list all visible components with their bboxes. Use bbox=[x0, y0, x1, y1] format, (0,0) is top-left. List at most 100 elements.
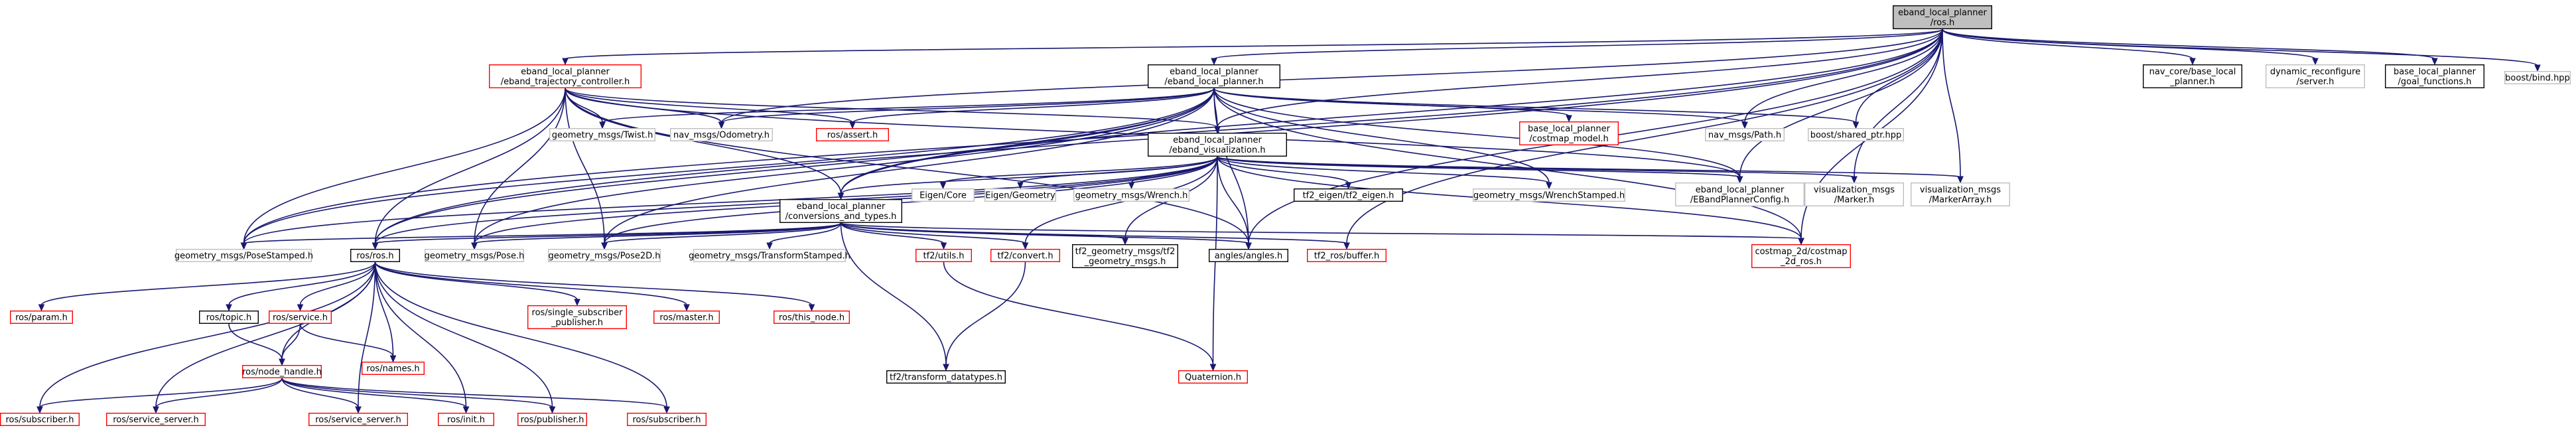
edge-root-to-goalfn bbox=[1942, 29, 2435, 60]
node-label: ros/assert.h bbox=[827, 131, 878, 141]
edge-root-to-elp bbox=[1213, 29, 1943, 60]
node-posest[interactable]: geometry_msgs/PoseStamped.h bbox=[174, 249, 313, 263]
node-quat[interactable]: Quaternion.h bbox=[1178, 370, 1248, 384]
node-pose[interactable]: geometry_msgs/Pose.h bbox=[425, 249, 525, 263]
node-label: _geometry_msgs.h bbox=[1084, 257, 1166, 267]
node-bind[interactable]: boost/bind.hpp bbox=[2504, 70, 2571, 84]
edge-rosh-to-param bbox=[40, 261, 376, 306]
edge-viz-to-posest bbox=[243, 156, 1218, 244]
node-wrenchst[interactable]: geometry_msgs/WrenchStamped.h bbox=[1472, 188, 1625, 202]
edge-rosh-to-sub2 bbox=[374, 261, 667, 408]
node-topic[interactable]: ros/topic.h bbox=[199, 311, 259, 324]
node-label: /Marker.h bbox=[1834, 195, 1875, 205]
node-pub[interactable]: ros/publisher.h bbox=[517, 413, 588, 427]
node-sub1[interactable]: ros/subscriber.h bbox=[0, 413, 80, 427]
node-nh[interactable]: ros/node_handle.h bbox=[242, 365, 322, 379]
edge-viz-to-vizm bbox=[1217, 156, 1855, 178]
node-label: /MarkerArray.h bbox=[1929, 195, 1992, 205]
edge-viz-to-eigcore bbox=[942, 156, 1218, 184]
node-box bbox=[2504, 70, 2571, 84]
node-conv[interactable]: eband_local_planner/conversions_and_type… bbox=[779, 199, 902, 224]
node-box bbox=[1073, 188, 1189, 202]
node-label: tf2/utils.h bbox=[923, 251, 964, 261]
node-twist[interactable]: geometry_msgs/Twist.h bbox=[549, 127, 656, 141]
edge-rosh-to-master bbox=[374, 261, 687, 306]
arrowhead-conv-to-pose bbox=[471, 242, 478, 250]
node-tf2buf[interactable]: tf2_ros/buffer.h bbox=[1306, 249, 1387, 263]
node-shptr[interactable]: boost/shared_ptr.hpp bbox=[1807, 127, 1904, 141]
node-label: boost/bind.hpp bbox=[2505, 74, 2570, 84]
node-angles[interactable]: angles/angles.h bbox=[1208, 249, 1288, 263]
edge-service-to-nh bbox=[281, 323, 301, 360]
node-odom[interactable]: nav_msgs/Odometry.h bbox=[670, 127, 774, 141]
node-box bbox=[911, 188, 975, 202]
node-tf2utils[interactable]: tf2/utils.h bbox=[915, 249, 972, 263]
node-wrench[interactable]: geometry_msgs/Wrench.h bbox=[1073, 188, 1189, 202]
edge-conv-to-costmap2d bbox=[840, 222, 1802, 240]
node-label: visualization_msgs bbox=[1920, 185, 2001, 195]
node-master[interactable]: ros/master.h bbox=[653, 311, 720, 324]
arrowhead-conv-to-posest bbox=[240, 242, 247, 250]
node-eigcore[interactable]: Eigen/Core bbox=[911, 188, 975, 202]
arrowhead-rosh-to-param bbox=[38, 304, 45, 312]
node-tf2conv[interactable]: tf2/convert.h bbox=[990, 249, 1060, 263]
node-tf2dt[interactable]: tf2/transform_datatypes.h bbox=[886, 370, 1006, 384]
arrowhead-nh-to-pub bbox=[549, 406, 556, 414]
edge-root-to-conv bbox=[840, 29, 1943, 194]
node-box bbox=[1892, 5, 1992, 29]
node-init[interactable]: ros/init.h bbox=[438, 413, 495, 427]
node-label: geometry_msgs/Wrench.h bbox=[1075, 191, 1188, 201]
node-etc[interactable]: eband_local_planner/eband_trajectory_con… bbox=[489, 64, 642, 88]
node-label: boost/shared_ptr.hpp bbox=[1810, 131, 1902, 141]
node-box bbox=[548, 249, 661, 263]
edge-rosh-to-ssub bbox=[374, 261, 578, 301]
node-path[interactable]: nav_msgs/Path.h bbox=[1704, 127, 1785, 141]
node-viz[interactable]: eband_local_planner/eband_visualization.… bbox=[1147, 132, 1287, 157]
arrowhead-nh-to-srvsrv1 bbox=[153, 406, 159, 414]
node-pose2d[interactable]: geometry_msgs/Pose2D.h bbox=[548, 249, 661, 263]
node-label: eband_local_planner bbox=[1898, 8, 1987, 18]
edge-rosh-to-srvsrv1 bbox=[155, 261, 376, 408]
node-label: base_local_planner bbox=[2394, 67, 2476, 77]
node-vizma[interactable]: visualization_msgs/MarkerArray.h bbox=[1910, 182, 2010, 207]
arrowhead-rosh-to-topic bbox=[226, 304, 232, 312]
node-ebcfg[interactable]: eband_local_planner/EBandPlannerConfig.h bbox=[1674, 182, 1804, 207]
node-tf2gm[interactable]: tf2_geometry_msgs/tf2_geometry_msgs.h bbox=[1071, 244, 1178, 269]
node-rosh[interactable]: ros/ros.h bbox=[350, 249, 401, 263]
node-sub2[interactable]: ros/subscriber.h bbox=[627, 413, 707, 427]
node-tfst[interactable]: geometry_msgs/TransformStamped.h bbox=[689, 249, 850, 263]
node-thisnode[interactable]: ros/this_node.h bbox=[773, 311, 850, 324]
node-service[interactable]: ros/service.h bbox=[269, 311, 332, 324]
node-ssub[interactable]: ros/single_subscriber_publisher.h bbox=[527, 305, 628, 330]
arrowhead-rosh-to-master bbox=[683, 304, 690, 312]
edge-nh-to-sub2 bbox=[281, 378, 667, 408]
node-dynrec[interactable]: dynamic_reconfigure/server.h bbox=[2265, 64, 2365, 88]
arrowhead-rosh-to-service bbox=[297, 304, 304, 312]
node-srvsrv1[interactable]: ros/service_server.h bbox=[105, 413, 206, 427]
edge-etc-to-angles bbox=[565, 88, 1249, 244]
edge-conv-to-rosh bbox=[374, 222, 842, 244]
edge-topic-to-nh bbox=[228, 323, 283, 360]
node-label: eband_local_planner bbox=[1170, 67, 1258, 77]
node-assert[interactable]: ros/assert.h bbox=[815, 127, 889, 141]
arrowhead-elp-to-shptr bbox=[1852, 121, 1860, 129]
node-navcore[interactable]: nav_core/base_local_planner.h bbox=[2142, 64, 2242, 88]
node-srvsrv2[interactable]: ros/service_server.h bbox=[308, 413, 409, 427]
node-layer: eband_local_planner/ros.heband_local_pla… bbox=[0, 5, 2571, 427]
node-elp[interactable]: eband_local_planner/eband_local_planner.… bbox=[1147, 64, 1280, 88]
node-box bbox=[1910, 182, 2010, 207]
node-eiggeom[interactable]: Eigen/Geometry bbox=[984, 188, 1056, 202]
node-costmodel[interactable]: base_local_planner/costmap_model.h bbox=[1519, 121, 1619, 145]
arrowhead-root-to-etc bbox=[562, 58, 569, 66]
edge-nh-to-srvsrv2 bbox=[281, 378, 359, 408]
arrowhead-tf2utils-to-quat bbox=[1209, 364, 1217, 372]
node-costmap2d[interactable]: costmap_2d/costmap_2d_ros.h bbox=[1751, 244, 1851, 269]
arrowhead-rosh-to-thisnode bbox=[808, 304, 815, 312]
node-names[interactable]: ros/names.h bbox=[362, 362, 425, 376]
node-box bbox=[0, 413, 80, 427]
node-box bbox=[308, 413, 409, 427]
node-param[interactable]: ros/param.h bbox=[9, 311, 73, 324]
node-vizm[interactable]: visualization_msgs/Marker.h bbox=[1804, 182, 1904, 207]
node-tf2eig[interactable]: tf2_eigen/tf2_eigen.h bbox=[1293, 188, 1403, 202]
node-goalfn[interactable]: base_local_planner/goal_functions.h bbox=[2384, 64, 2484, 88]
